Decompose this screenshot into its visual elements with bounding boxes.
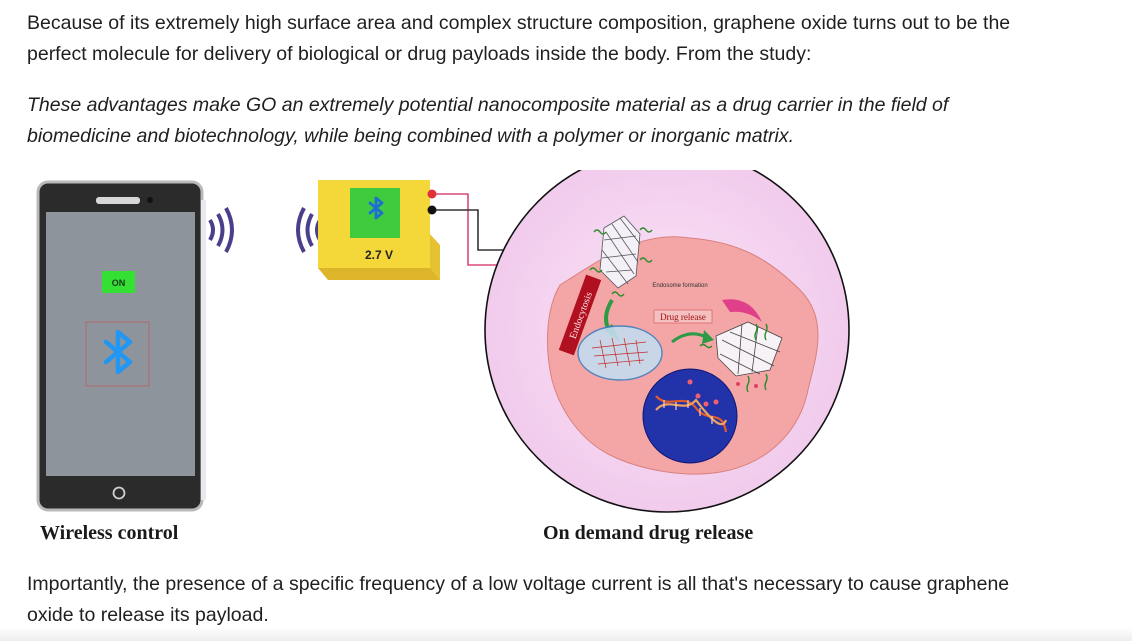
phone-camera bbox=[147, 197, 153, 203]
figure-illustration: ON 2.7 V bbox=[36, 147, 850, 513]
phone-on-label: ON bbox=[112, 278, 126, 288]
quote-line-2: biomedicine and biotechnology, while bei… bbox=[27, 125, 795, 147]
drug-release-arrow-head bbox=[702, 330, 714, 344]
membrane-fragment bbox=[722, 299, 762, 322]
caption-wireless-control: Wireless control bbox=[40, 522, 179, 544]
phone-side-edge bbox=[201, 200, 206, 500]
drug-release-banner bbox=[653, 309, 713, 324]
smartphone-illustration: ON bbox=[36, 180, 206, 512]
drug-dots bbox=[736, 382, 758, 388]
phone-bluetooth-frame bbox=[85, 321, 150, 387]
bottom-fade bbox=[0, 627, 1132, 641]
device-bluetooth-icon bbox=[368, 196, 384, 220]
polymer-chains bbox=[589, 227, 653, 297]
drug-molecules bbox=[699, 323, 768, 393]
caption-drug-release: On demand drug release bbox=[543, 522, 754, 544]
positive-terminal bbox=[427, 189, 437, 199]
study-quote: These advantages make GO an extremely po… bbox=[27, 90, 1117, 152]
voltage-device: 2.7 V bbox=[318, 180, 440, 280]
phone-on-button bbox=[102, 271, 135, 293]
intro-paragraph: Because of its extremely high surface ar… bbox=[27, 8, 1117, 70]
wireless-signal-out-icon bbox=[208, 207, 234, 253]
cell-nucleus bbox=[642, 368, 738, 464]
nucleus-drug-dots bbox=[687, 379, 719, 407]
phone-home-button bbox=[112, 486, 126, 500]
conclusion-paragraph: Importantly, the presence of a specific … bbox=[27, 569, 1117, 631]
dna-helix-icon bbox=[655, 395, 728, 433]
endosome bbox=[577, 325, 663, 381]
endocytosis-banner bbox=[558, 274, 602, 356]
conclusion-line-1: Importantly, the presence of a specific … bbox=[27, 573, 1010, 595]
drug-release-label: Drug release bbox=[660, 312, 706, 322]
graphene-sheet-endosome bbox=[591, 337, 649, 369]
device-voltage-label: 2.7 V bbox=[365, 248, 393, 262]
conclusion-line-2: oxide to release its payload. bbox=[27, 604, 269, 626]
device-base bbox=[318, 268, 440, 280]
bluetooth-icon bbox=[103, 329, 133, 375]
graphene-sheet-outside bbox=[599, 215, 641, 289]
quote-line-1: These advantages make GO an extremely po… bbox=[27, 94, 949, 116]
phone-speaker bbox=[96, 197, 140, 204]
cell-body bbox=[546, 236, 819, 475]
endosome-formation-label: Endosome formation bbox=[652, 283, 707, 289]
intro-line-2: perfect molecule for delivery of biologi… bbox=[27, 43, 812, 65]
phone-screen bbox=[46, 212, 195, 476]
wireless-signal-in-icon bbox=[296, 207, 322, 253]
negative-terminal bbox=[427, 205, 437, 215]
drug-release-figure: ON 2.7 V bbox=[0, 147, 1132, 555]
intro-line-1: Because of its extremely high surface ar… bbox=[27, 12, 1011, 34]
